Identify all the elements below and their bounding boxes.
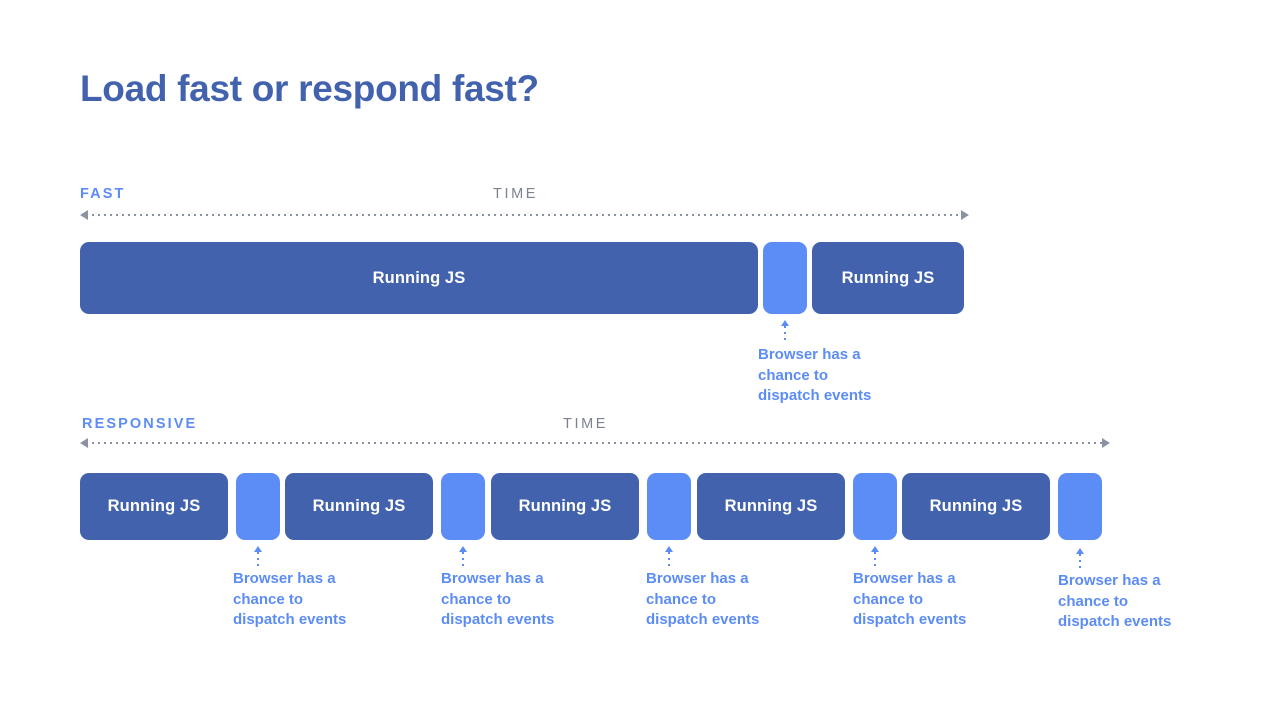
page-title: Load fast or respond fast? xyxy=(80,68,539,109)
bar-running-js[interactable]: Running JS xyxy=(80,473,228,540)
bar-running-js[interactable]: Running JS xyxy=(902,473,1050,540)
axis-dotted-line xyxy=(86,442,1103,444)
section-label-fast: FAST xyxy=(80,186,126,202)
callout-arrow-up-icon xyxy=(459,546,467,552)
callout-text: Browser has a chance to dispatch events xyxy=(441,570,555,628)
bar-label: Running JS xyxy=(929,497,1023,515)
bar-running-js[interactable]: Running JS xyxy=(812,242,964,314)
callout-stem xyxy=(668,552,670,566)
callout-arrow-up-icon xyxy=(254,546,262,552)
callout-text: Browser has a chance to dispatch events xyxy=(1058,572,1172,630)
time-axis-label-fast: TIME xyxy=(493,186,539,202)
bar-gap[interactable] xyxy=(441,473,485,540)
callout-stem xyxy=(462,552,464,566)
axis-arrow-left-icon xyxy=(80,210,88,220)
bar-gap[interactable] xyxy=(1058,473,1102,540)
axis-arrow-right-icon xyxy=(961,210,969,220)
axis-arrow-right-icon xyxy=(1102,438,1110,448)
bar-running-js[interactable]: Running JS xyxy=(80,242,758,314)
callout-text: Browser has a chance to dispatch events xyxy=(646,570,760,628)
bar-label: Running JS xyxy=(372,268,466,287)
bar-running-js[interactable]: Running JS xyxy=(697,473,845,540)
callout-stem xyxy=(1079,554,1081,568)
bar-label: Running JS xyxy=(724,497,818,515)
callout-arrow-up-icon xyxy=(1076,548,1084,554)
callout-arrow-up-icon xyxy=(781,320,789,326)
time-axis-label-responsive: TIME xyxy=(563,416,609,432)
callout-stem xyxy=(257,552,259,566)
callout-text: Browser has a chance to dispatch events xyxy=(233,570,347,628)
callout-stem xyxy=(784,326,786,342)
bar-gap[interactable] xyxy=(647,473,691,540)
callout-arrow-up-icon xyxy=(665,546,673,552)
bar-label: Running JS xyxy=(312,497,406,515)
axis-dotted-line xyxy=(86,214,962,216)
section-label-responsive: RESPONSIVE xyxy=(82,416,198,432)
bar-gap[interactable] xyxy=(763,242,807,314)
time-axis-responsive xyxy=(80,438,1110,448)
callout-arrow-up-icon xyxy=(871,546,879,552)
axis-arrow-left-icon xyxy=(80,438,88,448)
bar-label: Running JS xyxy=(107,497,201,515)
bar-label: Running JS xyxy=(841,268,935,287)
bar-gap[interactable] xyxy=(236,473,280,540)
time-axis-fast xyxy=(80,210,969,220)
bar-label: Running JS xyxy=(518,497,612,515)
callout-text: Browser has a chance to dispatch events xyxy=(853,570,967,628)
bar-running-js[interactable]: Running JS xyxy=(491,473,639,540)
bar-gap[interactable] xyxy=(853,473,897,540)
callout-text: Browser has a chance to dispatch events xyxy=(758,346,872,404)
callout-stem xyxy=(874,552,876,566)
bar-running-js[interactable]: Running JS xyxy=(285,473,433,540)
